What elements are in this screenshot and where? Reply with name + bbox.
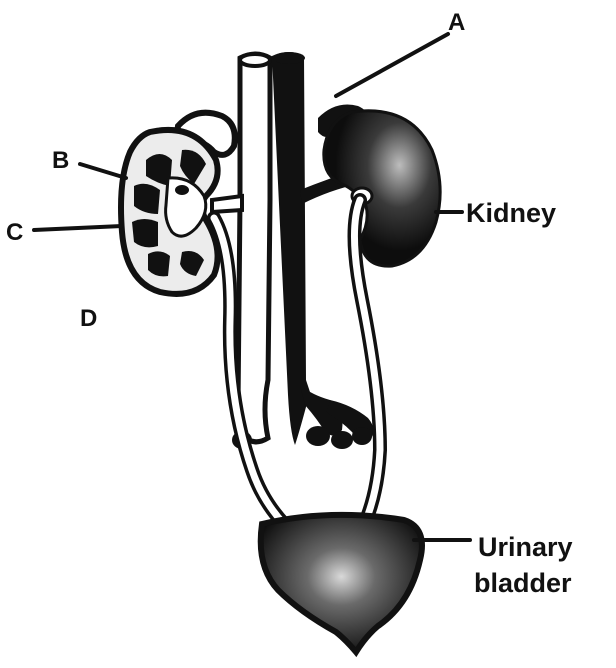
label-bladder: bladder xyxy=(474,568,572,598)
label-c: C xyxy=(6,219,23,246)
label-b: B xyxy=(52,147,69,174)
urinary-bladder xyxy=(261,515,422,652)
label-a: A xyxy=(448,9,465,36)
label-urinary: Urinary xyxy=(478,532,573,562)
right-kidney xyxy=(324,111,440,266)
pointer-c xyxy=(34,226,122,230)
left-kidney-section xyxy=(121,130,218,294)
pointer-b xyxy=(80,164,126,178)
label-kidney: Kidney xyxy=(466,198,556,228)
pointer-a xyxy=(336,34,448,96)
label-d: D xyxy=(80,305,97,332)
